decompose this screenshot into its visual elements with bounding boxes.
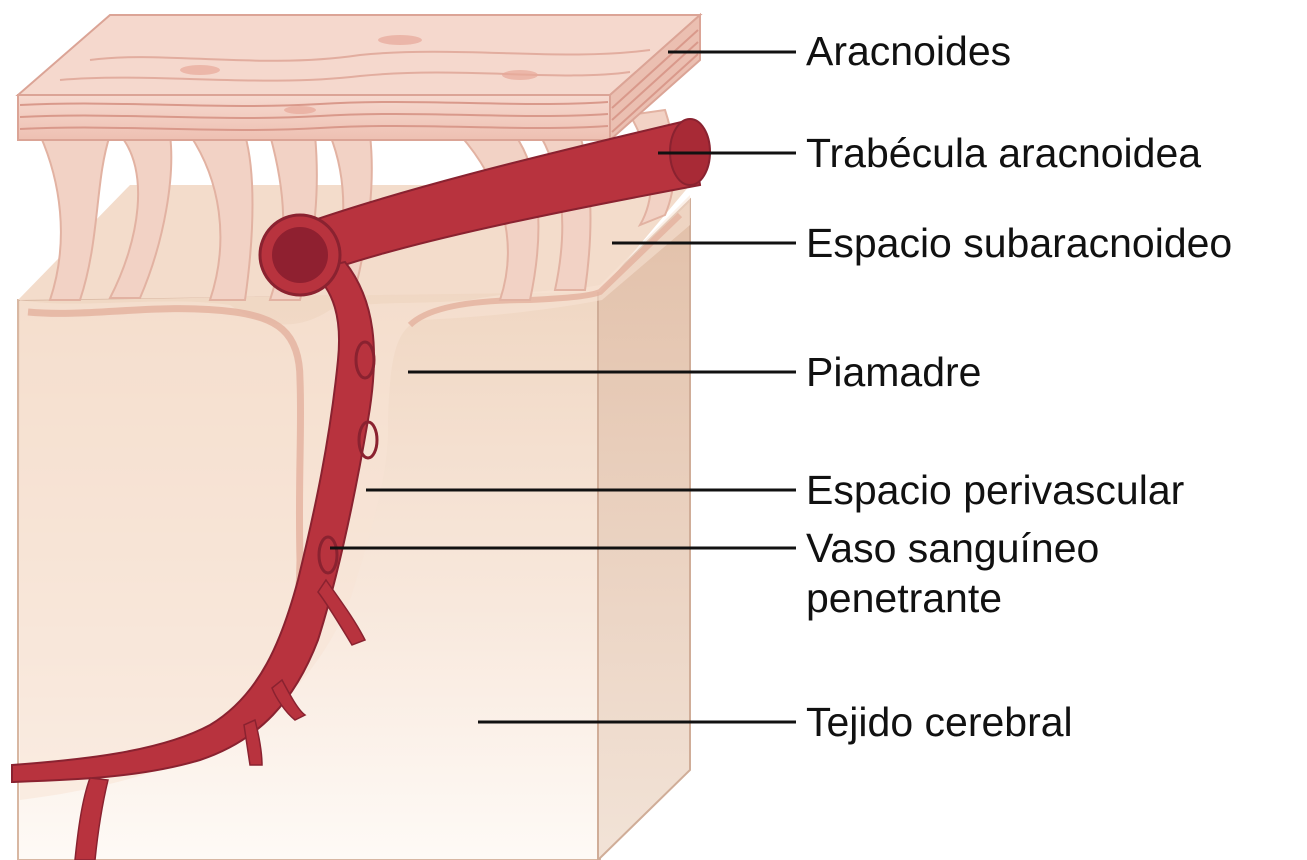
label-vaso-sanguineo: Vaso sanguíneo	[806, 525, 1099, 571]
label-tejido-cerebral: Tejido cerebral	[806, 699, 1073, 745]
label-penetrante: penetrante	[806, 575, 1002, 621]
label-espacio-subaracnoideo: Espacio subaracnoideo	[806, 220, 1232, 266]
label-aracnoides: Aracnoides	[806, 28, 1011, 74]
label-trabecula-aracnoidea: Trabécula aracnoidea	[806, 130, 1201, 176]
arachnoid-front-face	[18, 95, 610, 140]
label-piamadre: Piamadre	[806, 349, 981, 395]
vessel-lumen	[272, 227, 328, 283]
label-espacio-perivascular: Espacio perivascular	[806, 467, 1184, 513]
tissue-side-face	[598, 200, 690, 860]
arachnoid-membrane	[18, 15, 700, 140]
